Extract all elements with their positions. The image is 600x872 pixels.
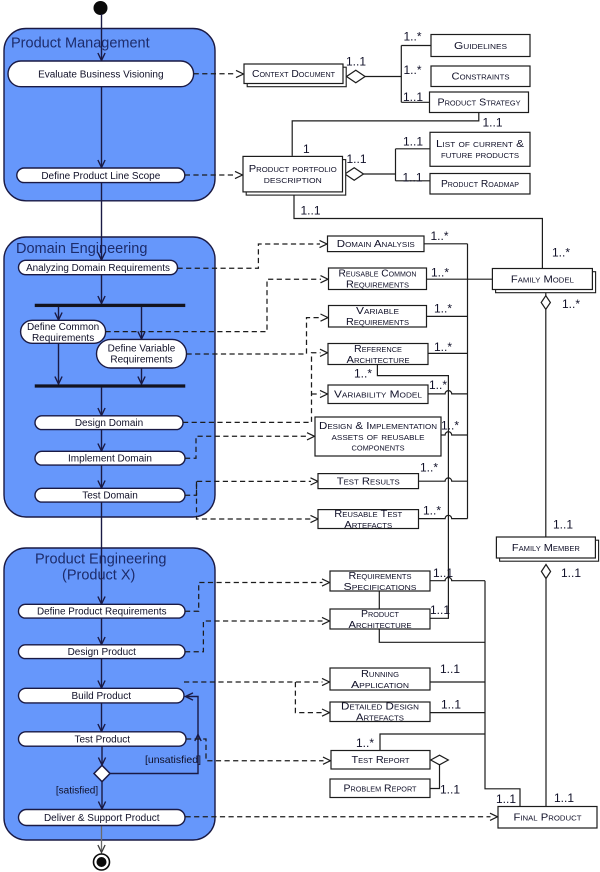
svg-text:1..*: 1..* <box>404 30 422 44</box>
svg-text:future products: future products <box>441 150 519 161</box>
svg-text:Final Product: Final Product <box>514 813 583 824</box>
svg-text:1..1: 1..1 <box>440 662 460 676</box>
svg-text:1..*: 1..* <box>431 266 449 280</box>
svg-text:Test Product: Test Product <box>74 735 130 746</box>
svg-text:components: components <box>352 443 405 454</box>
svg-text:Architecture: Architecture <box>349 620 412 631</box>
svg-text:assets of reusable: assets of reusable <box>332 432 425 443</box>
svg-text:1: 1 <box>303 142 310 156</box>
svg-text:Constraints: Constraints <box>452 72 510 83</box>
svg-text:1..*: 1..* <box>431 229 449 243</box>
svg-text:Variable: Variable <box>356 306 399 317</box>
svg-text:1..1: 1..1 <box>346 55 366 69</box>
svg-text:1..*: 1..* <box>552 246 570 260</box>
svg-text:Define Product Requirements: Define Product Requirements <box>37 607 167 618</box>
svg-text:Variability Model: Variability Model <box>334 390 422 401</box>
svg-text:Deliver & Support Product: Deliver & Support Product <box>44 813 160 824</box>
svg-text:Test Results: Test Results <box>337 476 400 487</box>
svg-text:1..*: 1..* <box>434 302 452 316</box>
svg-text:Requirements: Requirements <box>110 355 172 366</box>
svg-text:Analyzing Domain Requirements: Analyzing Domain Requirements <box>26 263 170 274</box>
svg-text:1..*: 1..* <box>404 63 422 77</box>
svg-text:[satisfied]: [satisfied] <box>56 786 98 797</box>
svg-text:Design Domain: Design Domain <box>75 418 143 429</box>
svg-text:Design & Implementation: Design & Implementation <box>319 421 437 432</box>
svg-text:1..*: 1..* <box>356 736 374 750</box>
svg-text:[unsatisfied]: [unsatisfied] <box>145 754 201 766</box>
svg-text:1..1: 1..1 <box>403 135 423 149</box>
svg-text:description: description <box>264 175 322 186</box>
svg-text:Define Common: Define Common <box>27 322 99 333</box>
svg-text:Reusable Common: Reusable Common <box>339 269 417 280</box>
svg-text:1..1: 1..1 <box>430 603 450 617</box>
svg-text:1..1: 1..1 <box>441 698 461 712</box>
svg-text:Artefacts: Artefacts <box>344 520 392 531</box>
svg-text:Requirements: Requirements <box>346 317 409 328</box>
svg-text:Context Document: Context Document <box>252 69 336 80</box>
svg-text:Running: Running <box>361 669 399 680</box>
svg-text:Domain Engineering: Domain Engineering <box>16 241 147 257</box>
svg-text:1..*: 1..* <box>562 297 580 311</box>
svg-text:Evaluate Business Visioning: Evaluate Business Visioning <box>38 69 163 80</box>
svg-text:Design Product: Design Product <box>68 647 137 658</box>
svg-text:Product Engineering: Product Engineering <box>35 551 166 567</box>
svg-text:Application: Application <box>351 680 409 691</box>
svg-text:Define Variable: Define Variable <box>108 344 176 355</box>
svg-text:(Product X): (Product X) <box>62 567 135 583</box>
svg-text:Problem Report: Problem Report <box>344 784 418 795</box>
svg-text:Product Roadmap: Product Roadmap <box>441 179 519 190</box>
svg-text:List of current &: List of current & <box>436 139 524 150</box>
svg-text:1..1: 1..1 <box>553 518 573 532</box>
svg-text:1..*: 1..* <box>423 504 441 518</box>
svg-text:Detailed Design: Detailed Design <box>341 702 419 713</box>
svg-text:Artefacts: Artefacts <box>356 713 404 724</box>
svg-text:Requirements: Requirements <box>346 280 409 291</box>
svg-text:1..1: 1..1 <box>403 90 423 104</box>
svg-text:Reusable Test: Reusable Test <box>334 509 403 520</box>
svg-text:Domain Analysis: Domain Analysis <box>337 239 415 250</box>
svg-text:Family Member: Family Member <box>512 543 580 554</box>
svg-text:1..*: 1..* <box>429 378 447 392</box>
svg-text:Product portfolio: Product portfolio <box>249 164 338 175</box>
svg-text:1..1: 1..1 <box>440 783 460 797</box>
svg-text:Requirements: Requirements <box>32 333 94 344</box>
svg-text:1..*: 1..* <box>354 367 372 381</box>
svg-text:1..*: 1..* <box>420 461 438 475</box>
svg-text:Test Report: Test Report <box>352 755 411 766</box>
svg-text:Define Product Line Scope: Define Product Line Scope <box>41 171 160 182</box>
svg-text:1..1: 1..1 <box>403 171 423 185</box>
svg-text:1..1: 1..1 <box>483 116 503 130</box>
svg-text:Guidelines: Guidelines <box>454 41 507 52</box>
svg-text:1..1: 1..1 <box>347 152 367 166</box>
svg-text:Build Product: Build Product <box>72 691 132 702</box>
svg-text:1..1: 1..1 <box>496 792 516 806</box>
svg-text:1..1: 1..1 <box>301 204 321 218</box>
svg-text:Product Strategy: Product Strategy <box>438 98 521 109</box>
svg-text:Test Domain: Test Domain <box>82 491 138 502</box>
svg-text:Product: Product <box>361 609 400 620</box>
svg-text:1..1: 1..1 <box>554 791 574 805</box>
svg-text:Requirements: Requirements <box>349 571 412 582</box>
svg-text:1..1: 1..1 <box>433 566 453 580</box>
svg-text:Implement Domain: Implement Domain <box>68 454 152 465</box>
svg-text:Architecture: Architecture <box>347 355 410 366</box>
svg-text:Specifications: Specifications <box>344 582 417 593</box>
svg-text:1..*: 1..* <box>441 419 459 433</box>
svg-text:1..*: 1..* <box>434 340 452 354</box>
svg-text:Reference: Reference <box>354 344 402 355</box>
svg-text:Product Management: Product Management <box>11 35 150 51</box>
svg-text:1..1: 1..1 <box>561 566 581 580</box>
svg-text:Family Model: Family Model <box>511 274 574 285</box>
